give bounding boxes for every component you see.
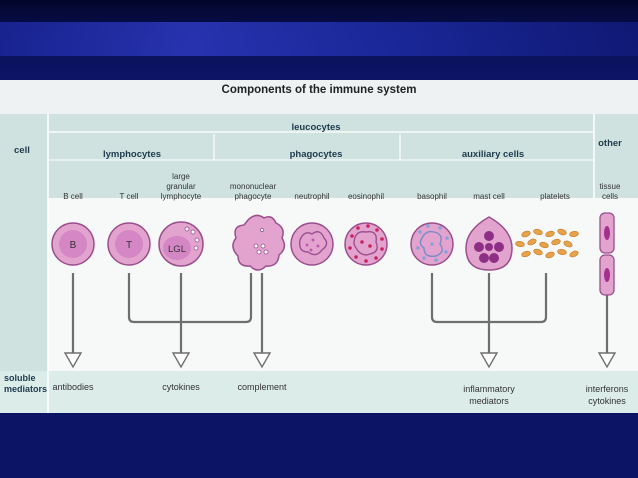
row-label-cell: cell xyxy=(14,145,30,156)
t-cell-label: T cell xyxy=(120,192,139,201)
row-label-column xyxy=(0,114,48,413)
cell-area xyxy=(48,198,638,371)
title-band xyxy=(0,80,638,114)
figure-panel: cell leucocytes other lymphocytes phagoc… xyxy=(0,80,638,413)
mast-cell-label: mast cell xyxy=(473,192,505,201)
mast-cell xyxy=(465,216,513,271)
neutrophil xyxy=(290,222,334,266)
figure-title: Components of the immune system xyxy=(221,84,417,96)
platelets xyxy=(515,228,579,259)
connector-lines xyxy=(71,273,609,353)
arrowhead-inflammatory xyxy=(479,352,499,369)
cytokines-label: cytokines xyxy=(162,382,200,392)
b-cell-inner-label: B xyxy=(70,240,77,251)
group-label-other: other xyxy=(598,138,622,149)
lgl-cell: LGL xyxy=(158,221,204,267)
arrowheads xyxy=(63,352,617,369)
group-label-lymphocytes: lymphocytes xyxy=(103,149,161,160)
group-label-auxiliary: auxiliary cells xyxy=(462,149,524,160)
tissue-cells xyxy=(599,212,615,296)
group-label-phagocytes: phagocytes xyxy=(290,149,343,160)
complement-label: complement xyxy=(237,382,287,392)
platelets-label: platelets xyxy=(540,192,570,201)
diagram-canvas: cell leucocytes other lymphocytes phagoc… xyxy=(0,80,638,413)
connector-lymph-group xyxy=(127,273,253,353)
t-cell: T xyxy=(107,222,151,266)
arrowhead-interferons xyxy=(597,352,617,369)
arrowhead-complement xyxy=(252,352,272,369)
eosinophil-label: eosinophil xyxy=(348,192,384,201)
slide-top-stripe xyxy=(0,22,638,56)
header-band xyxy=(0,114,638,198)
antibodies-label: antibodies xyxy=(52,382,94,392)
group-label-leucocytes: leucocytes xyxy=(291,122,340,133)
mediator-band xyxy=(0,371,638,413)
neutrophil-label: neutrophil xyxy=(294,192,329,201)
b-cell-label: B cell xyxy=(63,192,83,201)
mononuclear-phagocyte xyxy=(232,214,286,271)
basophil xyxy=(410,222,454,266)
arrowhead-cytokines xyxy=(171,352,191,369)
arrowhead-antibodies xyxy=(63,352,83,369)
eosinophil xyxy=(344,222,388,266)
lgl-inner-label: LGL xyxy=(168,244,186,255)
b-cell: B xyxy=(51,222,95,266)
connector-aux-group xyxy=(430,273,548,353)
t-cell-inner-label: T xyxy=(126,240,132,251)
basophil-label: basophil xyxy=(417,192,447,201)
